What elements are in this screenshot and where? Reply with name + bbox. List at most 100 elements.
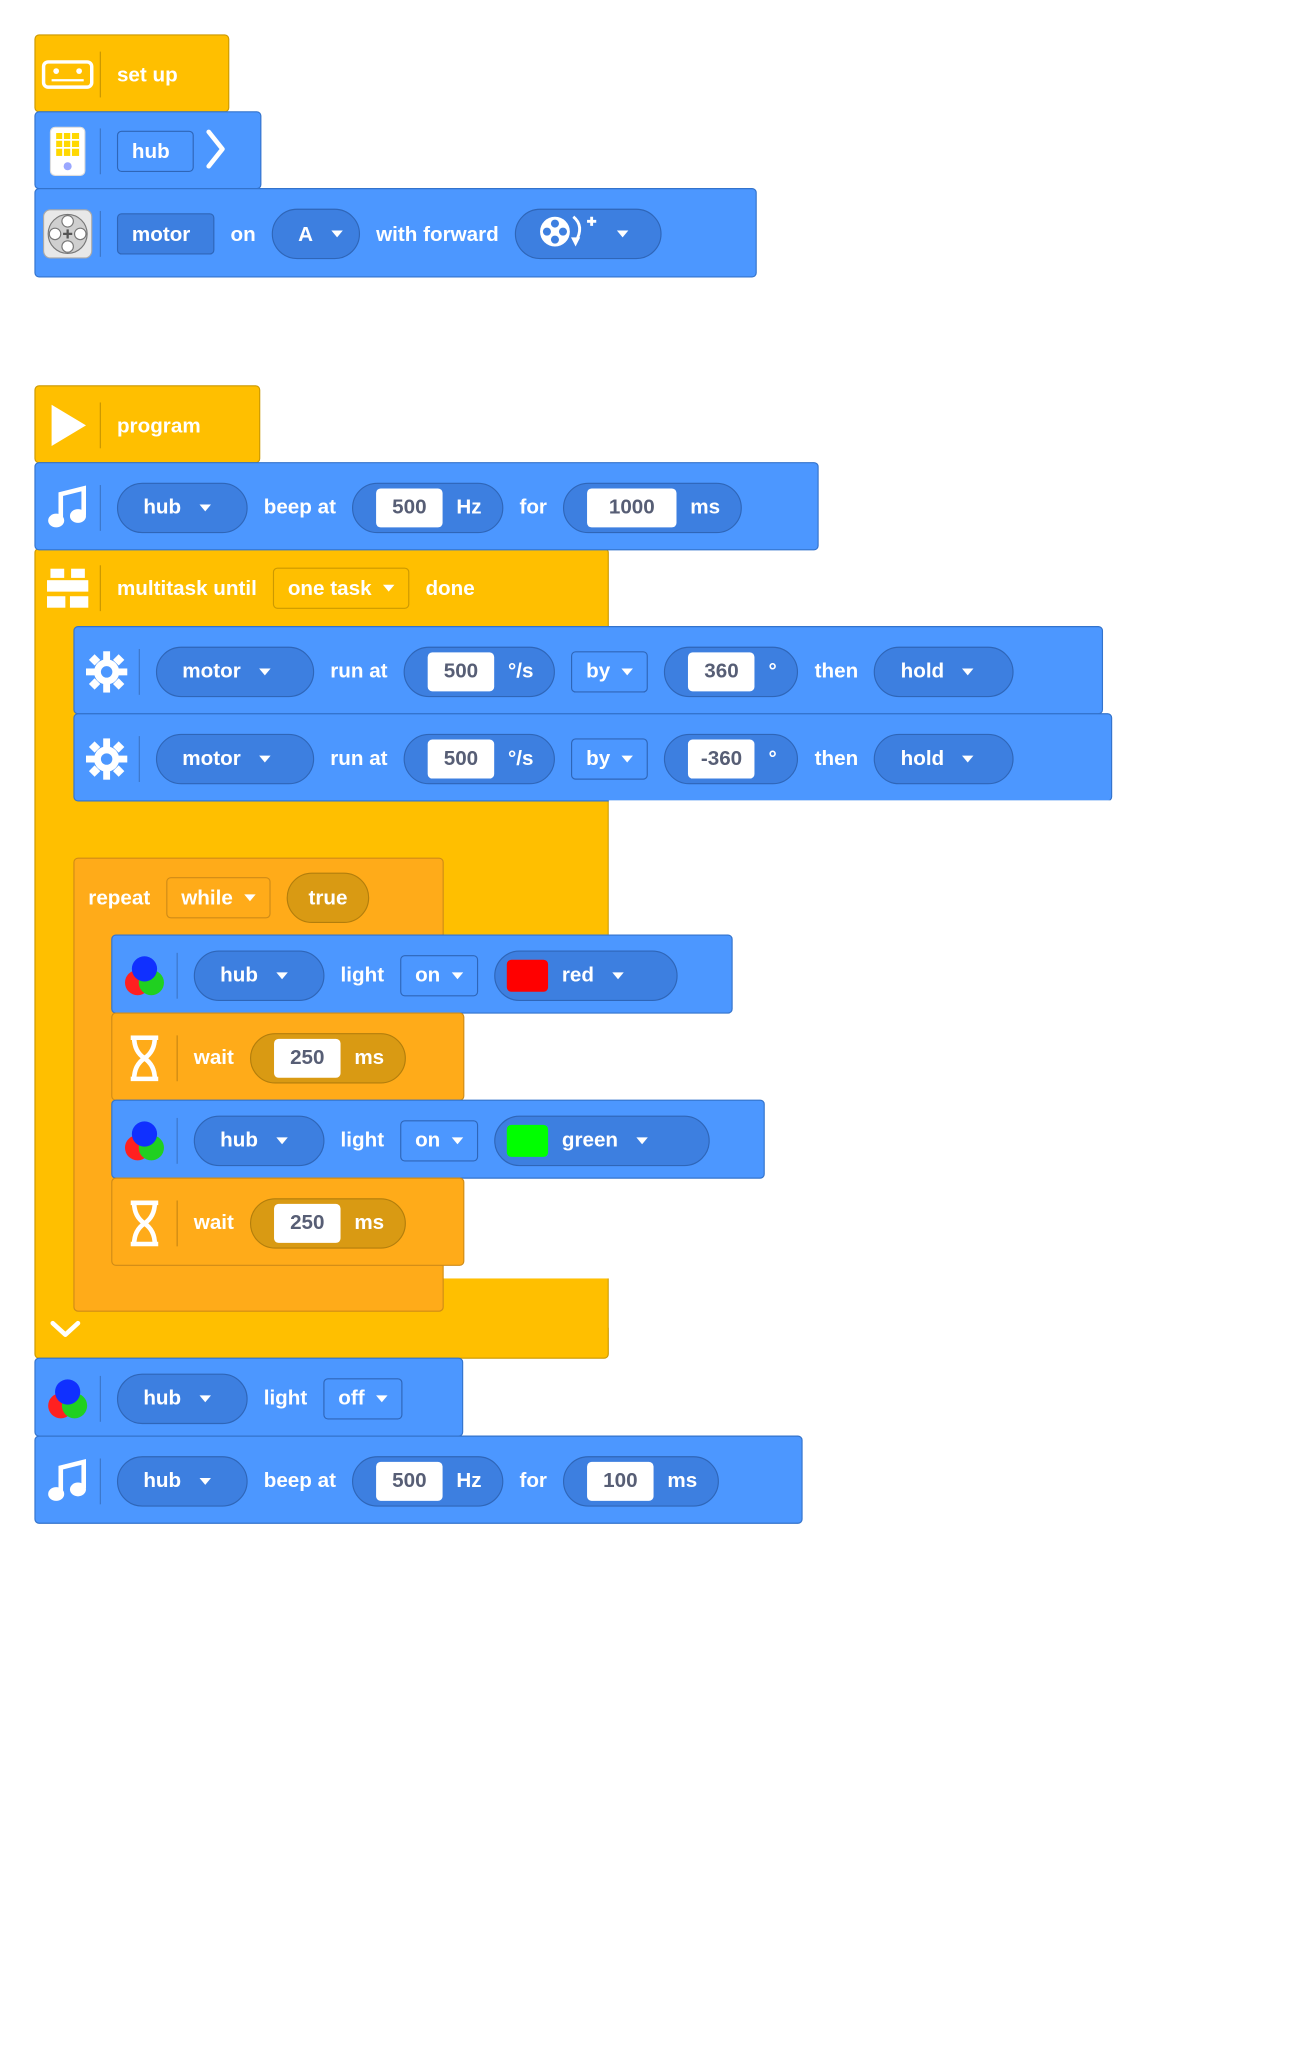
frequency-input[interactable]: 500 [376, 487, 443, 527]
chevron-down-icon [621, 755, 634, 762]
hub-dropdown[interactable]: hub [116, 1455, 248, 1507]
then-label: then [814, 746, 859, 770]
motor-dropdown[interactable]: motor [155, 733, 315, 784]
repeat-label: repeat [88, 885, 151, 909]
motor-run-block[interactable]: motor run at 500°/s by 360° then hold [73, 626, 1104, 715]
port-dropdown[interactable]: A [271, 208, 361, 260]
on-label: on [230, 221, 256, 245]
multitask-mode-dropdown[interactable]: one task [272, 567, 410, 609]
speed-input[interactable]: 500 [427, 651, 495, 691]
duration-input[interactable]: 100 [587, 1461, 654, 1501]
run-at-label: run at [330, 746, 388, 770]
program-hat-block[interactable]: program [34, 385, 261, 464]
chevron-down-icon [636, 1136, 648, 1144]
chevron-down-icon [451, 971, 464, 979]
color-swatch [506, 959, 549, 992]
angle-field[interactable]: -360° [664, 733, 799, 784]
gear-icon [75, 648, 139, 694]
light-state-dropdown[interactable]: off [323, 1377, 403, 1419]
color-dropdown[interactable]: green [494, 1115, 710, 1166]
angle-field[interactable]: 360° [664, 646, 799, 697]
light-label: light [340, 1128, 385, 1152]
angle-input[interactable]: 360 [688, 651, 755, 691]
hub-dropdown[interactable]: hub [193, 1115, 325, 1166]
hub-dropdown[interactable]: hub [116, 1373, 248, 1424]
by-dropdown[interactable]: by [571, 650, 649, 692]
divider [138, 648, 140, 695]
by-dropdown[interactable]: by [571, 737, 649, 780]
gear-icon [75, 736, 139, 782]
clockwise-rotation-icon [537, 212, 599, 257]
hub-selector[interactable]: hub [116, 130, 194, 172]
chevron-right-icon[interactable] [203, 128, 228, 175]
stop-mode-dropdown[interactable]: hold [874, 646, 1015, 697]
chevron-down-icon [331, 230, 343, 238]
chevron-down-icon [612, 971, 624, 979]
frequency-input[interactable]: 500 [376, 1461, 443, 1501]
chevron-down-icon [616, 230, 629, 238]
condition-boolean[interactable]: true [286, 872, 370, 924]
motor-dropdown[interactable]: motor [155, 646, 315, 697]
duration-input[interactable]: 1000 [587, 487, 677, 527]
speed-field[interactable]: 500°/s [403, 733, 556, 784]
run-at-label: run at [330, 659, 388, 683]
wait-input[interactable]: 250 [274, 1038, 341, 1078]
light-state-dropdown[interactable]: on [400, 954, 479, 996]
hat-label: set up [116, 62, 178, 86]
color-dropdown[interactable]: red [494, 949, 678, 1001]
hourglass-icon [112, 1034, 176, 1081]
hub-setup-block[interactable]: hub [34, 111, 262, 190]
divider [99, 402, 101, 449]
chevron-down-icon [376, 1394, 388, 1402]
beep-at-label: beep at [263, 495, 336, 519]
light-label: light [263, 1386, 308, 1410]
chevron-down-icon [199, 1394, 211, 1402]
hub-dropdown[interactable]: hub [116, 482, 248, 533]
rgb-light-icon [112, 951, 176, 999]
chevron-down-icon [621, 667, 634, 675]
for-label: for [519, 1468, 547, 1492]
hub-dropdown[interactable]: hub [193, 949, 325, 1001]
multitask-icon [36, 566, 100, 610]
chevron-down-icon [199, 503, 211, 511]
hub-light-block[interactable]: hub light on green [111, 1099, 765, 1179]
chevron-down-icon [962, 755, 974, 762]
speed-input[interactable]: 500 [427, 738, 495, 778]
direction-dropdown[interactable] [514, 208, 662, 260]
motor-run-block[interactable]: motor run at 500°/s by -360° then hold [73, 713, 1113, 802]
light-label: light [340, 963, 385, 987]
rgb-light-icon [36, 1374, 100, 1422]
light-state-dropdown[interactable]: on [400, 1119, 479, 1161]
chevron-down-icon [259, 667, 271, 675]
setup-hat-block[interactable]: set up [34, 34, 230, 113]
motor-selector[interactable]: motor [116, 213, 215, 255]
hourglass-icon [112, 1199, 176, 1246]
stop-mode-dropdown[interactable]: hold [874, 733, 1015, 784]
motor-setup-block[interactable]: motor on A with forward [34, 188, 757, 278]
chevron-down-icon [199, 1477, 211, 1485]
speed-field[interactable]: 500°/s [403, 646, 556, 697]
repeat-mode-dropdown[interactable]: while [166, 877, 271, 919]
collapse-icon[interactable] [49, 1317, 81, 1346]
divider [99, 210, 101, 257]
multitask-gap [608, 800, 1183, 858]
angle-input[interactable]: -360 [688, 738, 755, 778]
divider [99, 1457, 101, 1504]
hub-light-off-block[interactable]: hub light off [34, 1357, 464, 1437]
divider [176, 1199, 178, 1246]
wait-input[interactable]: 250 [274, 1203, 341, 1243]
motor-device-icon [36, 209, 100, 259]
divider [99, 565, 101, 612]
hub-light-block[interactable]: hub light on red [111, 934, 733, 1014]
